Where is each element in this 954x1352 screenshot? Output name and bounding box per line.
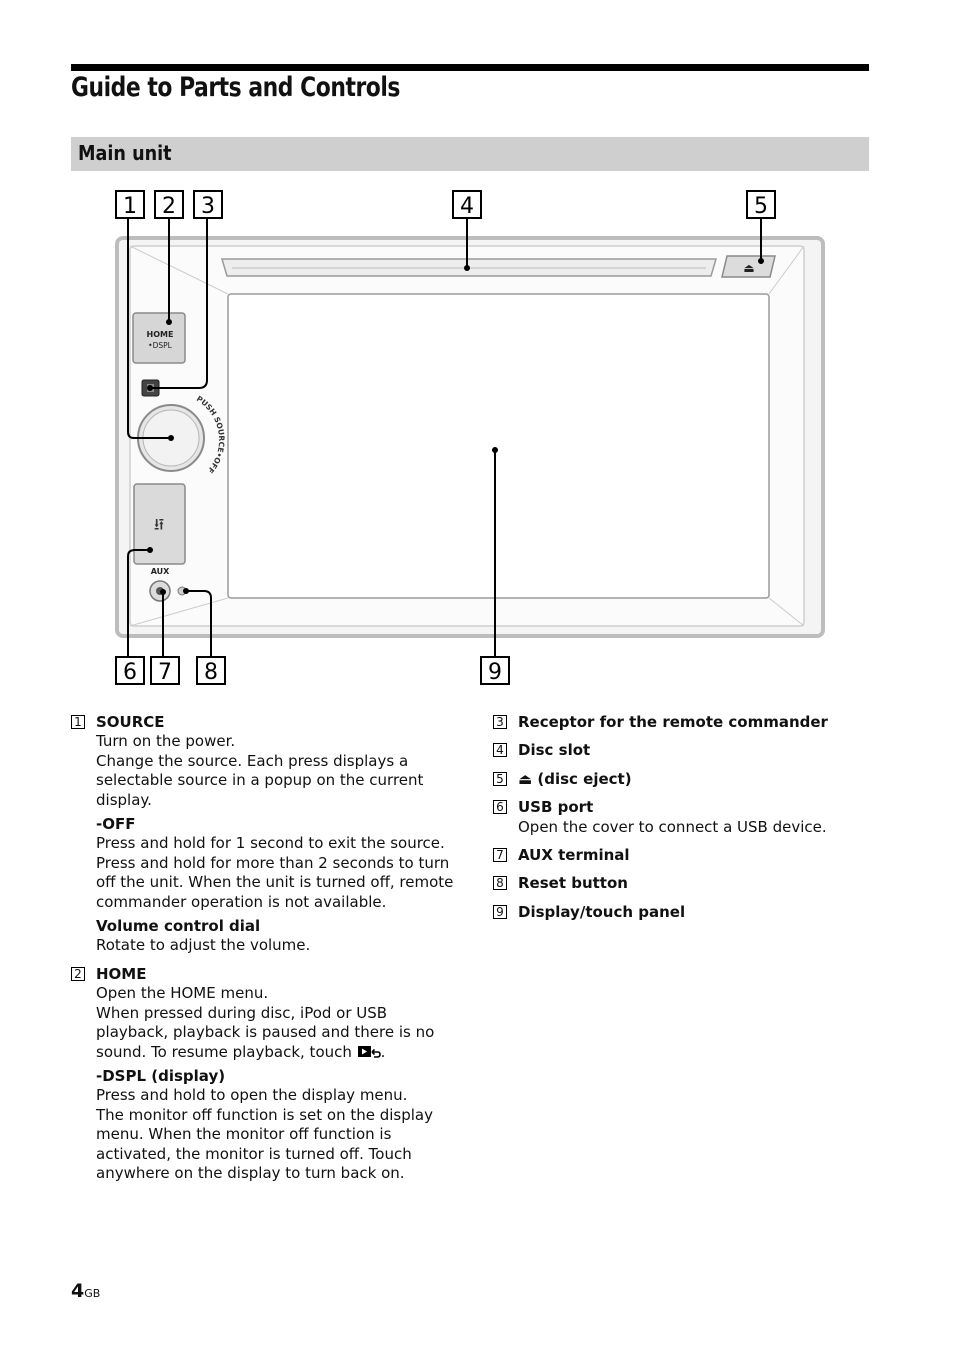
- page-title: Guide to Parts and Controls: [71, 72, 400, 103]
- item-reset-button: 8 Reset button: [493, 874, 883, 893]
- svg-text:6: 6: [123, 660, 137, 685]
- item-number: 6: [493, 800, 507, 815]
- item-number: 8: [493, 876, 507, 891]
- callout-3: [193, 190, 223, 219]
- callout-2: [154, 190, 184, 219]
- item-title: ⏏ (disc eject): [518, 769, 632, 788]
- item-number: 5: [493, 771, 507, 786]
- svg-text:3: 3: [201, 194, 215, 219]
- item-receptor: 3 Receptor for the remote commander: [493, 713, 883, 732]
- item-title: SOURCE: [96, 713, 165, 731]
- callout-5: [746, 190, 776, 219]
- callout-1: [115, 190, 145, 219]
- callout-6: [115, 656, 145, 685]
- item-desc: Open the cover to connect a USB device.: [518, 817, 827, 836]
- section-header: Main unit: [71, 137, 869, 171]
- item-disc-slot: 4 Disc slot: [493, 741, 883, 760]
- resume-play-icon: [357, 1046, 381, 1058]
- right-column: 3 Receptor for the remote commander 4 Di…: [493, 713, 883, 931]
- home-button-label: HOME: [147, 330, 174, 339]
- subitem-title: -OFF: [96, 815, 136, 834]
- svg-text:2: 2: [162, 194, 176, 219]
- usb-port-cover: [133, 483, 186, 565]
- item-title: Reset button: [518, 874, 628, 893]
- svg-text:7: 7: [158, 660, 172, 685]
- item-disc-eject: 5 ⏏ (disc eject): [493, 770, 883, 789]
- subitem-title: -DSPL (display): [96, 1066, 226, 1085]
- page-number: 4GB: [71, 1280, 101, 1302]
- item-number: 1: [71, 715, 85, 729]
- callout-7: [150, 656, 180, 685]
- subitem-title: Volume control dial: [96, 917, 261, 936]
- item-title: HOME: [96, 964, 147, 983]
- item-number: 2: [71, 966, 85, 981]
- section-title: Main unit: [78, 141, 172, 165]
- dspl-button-label: •DSPL: [148, 341, 172, 350]
- eject-icon: ⏏: [743, 261, 754, 275]
- item-number: 3: [493, 715, 507, 729]
- aux-label: AUX: [151, 567, 170, 576]
- svg-text:5: 5: [754, 194, 768, 219]
- usb-icon: ⭿: [154, 515, 164, 534]
- item-title: AUX terminal: [518, 846, 630, 865]
- item-title: USB port: [518, 798, 594, 817]
- home-dspl-button: [132, 312, 186, 364]
- display-touch-panel: [227, 293, 770, 599]
- svg-text:4: 4: [460, 194, 474, 219]
- item-aux-terminal: 7 AUX terminal: [493, 846, 883, 865]
- item-home: 2 HOME Open the HOME menu. When pressed …: [71, 965, 461, 1183]
- svg-text:8: 8: [204, 660, 218, 685]
- svg-text:1: 1: [123, 194, 137, 219]
- svg-text:9: 9: [488, 660, 502, 685]
- main-unit-diagram: ⏏ HOME •DSPL PUSH SOURCE•OFF ⭿ AUX: [115, 190, 825, 685]
- item-title: Display/touch panel: [518, 902, 686, 921]
- item-number: 9: [493, 904, 507, 919]
- item-number: 7: [493, 848, 507, 863]
- item-title: Disc slot: [518, 741, 591, 760]
- item-source: 1 SOURCE Turn on the power. Change the s…: [71, 713, 461, 956]
- title-rule: [71, 64, 869, 71]
- item-usb-port: 6 USB port Open the cover to connect a U…: [493, 798, 883, 837]
- item-number: 4: [493, 743, 507, 758]
- callout-4: [452, 190, 482, 219]
- callout-8: [196, 656, 226, 685]
- callout-9: [480, 656, 510, 685]
- left-column: 1 SOURCE Turn on the power. Change the s…: [71, 713, 461, 1192]
- item-display-panel: 9 Display/touch panel: [493, 903, 883, 922]
- item-title: Receptor for the remote commander: [518, 713, 828, 731]
